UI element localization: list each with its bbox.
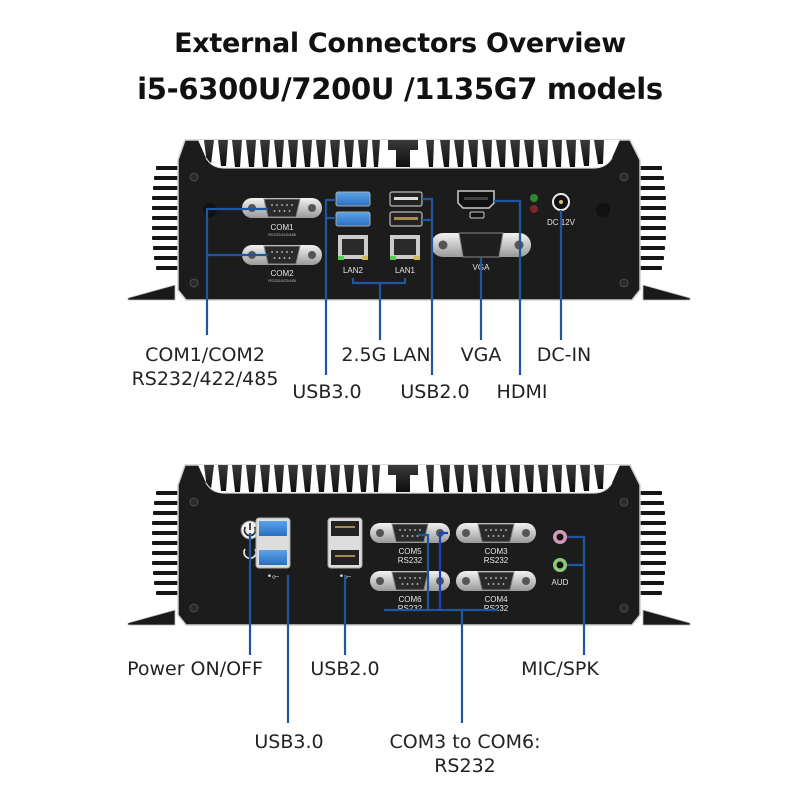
usb2-ports — [389, 191, 423, 227]
line-com — [205, 207, 268, 335]
com2-sublabel: RS232/422/485 — [268, 278, 297, 283]
lan2-port — [338, 235, 368, 260]
vga-port — [431, 232, 531, 258]
bottom-panel: •⟜ •⟜ COM5 RS232 COM3 RS232 COM6 RS232 C… — [127, 464, 691, 723]
callout-com-sublabel: RS232/422/485 — [131, 368, 279, 390]
callout-vga-top: VGA — [460, 344, 502, 366]
com1-label: COM1 — [270, 223, 294, 232]
micro-usb-port — [469, 211, 485, 219]
line-com — [384, 533, 498, 723]
title-line-2: i5-6300U/7200U /1135G7 models — [137, 72, 663, 106]
line-usb3 — [324, 198, 336, 375]
callout-usb2-bottom: USB2.0 — [310, 658, 380, 680]
line-hdmi — [494, 199, 522, 375]
power-led-icon — [530, 194, 538, 202]
usb-symbol-icon: •⟜ — [267, 572, 280, 582]
antenna-hole-right — [596, 203, 610, 217]
hdmi-port — [457, 190, 495, 209]
com5-port — [369, 522, 451, 544]
line-com3 — [438, 531, 448, 609]
dc-jack — [552, 193, 570, 211]
line-audio — [567, 535, 586, 655]
callout-com-bottom-sublabel: RS232 — [434, 755, 496, 777]
com5-label: COM5 — [398, 547, 422, 556]
com6-sublabel: RS232 — [398, 604, 423, 613]
com6-label: COM6 — [398, 595, 422, 604]
callout-power: Power ON/OFF — [127, 658, 263, 680]
callout-com-bottom: COM3 to COM6: RS232 — [380, 730, 550, 778]
callout-lines-bottom — [248, 531, 586, 723]
com2-label: COM2 — [270, 269, 294, 278]
com3-port — [455, 522, 537, 544]
usb3-ports-bottom — [255, 517, 291, 569]
top-panel: COM1 RS232/422/485 COM2 RS232/422/485 LA… — [127, 139, 691, 375]
line-usb2 — [422, 197, 434, 375]
com5-sublabel: RS232 — [398, 556, 423, 565]
com6-port — [369, 570, 451, 592]
mic-jack — [553, 530, 567, 544]
lan1-label: LAN1 — [395, 266, 416, 275]
callout-lines-top — [205, 197, 563, 375]
callout-com-bottom-label: COM3 to COM6: — [389, 731, 541, 753]
speaker-jack — [553, 558, 567, 572]
callout-usb3-top: USB3.0 — [292, 381, 362, 403]
callout-usb2-top: USB2.0 — [400, 381, 470, 403]
callout-hdmi-top: HDMI — [496, 381, 548, 403]
callout-com-top: COM1/COM2 RS232/422/485 — [125, 343, 285, 391]
com4-label: COM4 — [484, 595, 508, 604]
callout-usb3-bottom: USB3.0 — [254, 731, 324, 753]
aud-label: AUD — [552, 578, 569, 587]
lan1-port — [390, 235, 420, 260]
callout-audio: MIC/SPK — [521, 658, 599, 680]
callout-dc-top: DC-IN — [536, 344, 592, 366]
com4-port — [455, 570, 537, 592]
lan2-label: LAN2 — [343, 266, 364, 275]
com3-label: COM3 — [484, 547, 508, 556]
callout-com-label: COM1/COM2 — [145, 344, 265, 366]
com1-sublabel: RS232/422/485 — [268, 232, 297, 237]
com3-sublabel: RS232 — [484, 556, 509, 565]
usb2-ports-bottom — [327, 517, 363, 569]
com4-sublabel: RS232 — [484, 604, 509, 613]
title-line-1: External Connectors Overview — [174, 28, 626, 59]
callout-lan-top: 2.5G LAN — [341, 344, 431, 366]
hdd-led-icon — [530, 205, 538, 213]
